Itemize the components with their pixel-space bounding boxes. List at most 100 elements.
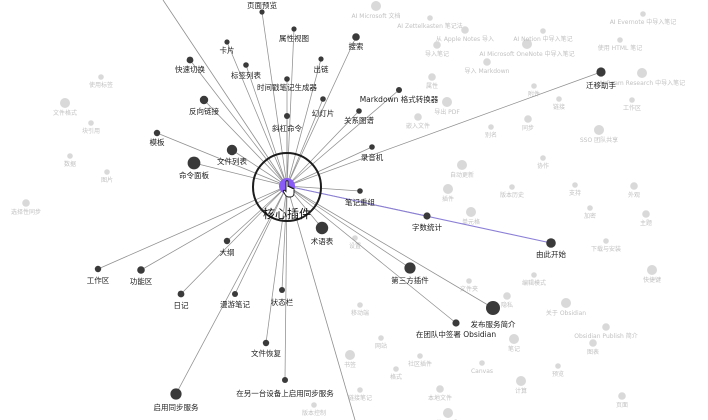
graph-node[interactable]: 录音机 [361, 144, 384, 162]
faded-node-dot[interactable] [393, 366, 399, 372]
faded-node[interactable]: 主题 [640, 210, 652, 227]
faded-node[interactable]: 社区插件 [408, 353, 432, 368]
faded-node[interactable]: 导入 Markdown [465, 58, 510, 75]
graph-node-dot[interactable] [318, 56, 324, 62]
faded-node-dot[interactable] [483, 58, 491, 66]
faded-node-dot[interactable] [442, 97, 452, 107]
faded-node[interactable]: 设置 [349, 235, 361, 250]
graph-node-dot[interactable] [223, 237, 231, 245]
faded-node[interactable]: 别名 [485, 124, 497, 139]
graph-node-dot[interactable] [279, 287, 285, 293]
graph-node[interactable]: 关系图谱 [344, 108, 374, 125]
graph-node[interactable]: 漫游笔记 [220, 291, 250, 309]
faded-node-dot[interactable] [433, 41, 441, 49]
graph-node[interactable]: 卡片 [220, 39, 235, 55]
graph-node[interactable]: 工作区 [87, 265, 110, 285]
faded-node[interactable]: 链接 [553, 96, 565, 111]
graph-node-dot[interactable] [320, 96, 326, 102]
faded-node-dot[interactable] [630, 182, 638, 190]
faded-node-dot[interactable] [555, 363, 561, 369]
faded-node[interactable]: 隐私 [501, 292, 513, 309]
graph-node[interactable]: 模板 [150, 129, 165, 147]
faded-node[interactable]: 版本历史 [500, 184, 524, 199]
graph-node[interactable]: 迁移助手 [586, 67, 616, 90]
graph-node-dot[interactable] [356, 108, 362, 114]
graph-node-dot[interactable] [170, 388, 182, 400]
faded-node-dot[interactable] [104, 169, 110, 175]
graph-node-dot[interactable] [94, 265, 102, 273]
faded-node[interactable]: 使用标签 [89, 74, 113, 89]
faded-node-dot[interactable] [488, 124, 494, 130]
graph-node-dot[interactable] [232, 291, 238, 297]
graph-node-dot[interactable] [284, 113, 290, 119]
faded-node-dot[interactable] [457, 160, 467, 170]
graph-node[interactable]: 字数统计 [412, 212, 442, 232]
faded-node[interactable]: 附件 [528, 83, 540, 98]
faded-node-dot[interactable] [640, 11, 646, 17]
faded-node[interactable]: 格式 [390, 366, 402, 381]
faded-node[interactable]: AI Evernote 中导入笔记 [610, 11, 677, 26]
faded-node[interactable]: 工作区 [623, 97, 641, 112]
graph-node-dot[interactable] [291, 26, 297, 32]
faded-node-dot[interactable] [556, 96, 562, 102]
graph-node-dot[interactable] [396, 87, 402, 93]
graph-node[interactable]: 反向链接 [189, 95, 219, 116]
faded-node[interactable]: AI Microsoft OneNote 中导入笔记 [479, 39, 575, 58]
graph-node-dot[interactable] [226, 144, 238, 156]
graph-node[interactable]: 日记 [174, 290, 189, 310]
faded-node[interactable]: 嵌入文件 [406, 113, 430, 130]
faded-node[interactable]: AI Microsoft 文档 [352, 1, 401, 20]
faded-node[interactable]: 书签 [344, 350, 356, 369]
faded-node[interactable]: 导出 PDF [434, 97, 460, 116]
faded-node[interactable]: 文件夹 [460, 278, 478, 293]
faded-node-dot[interactable] [603, 238, 609, 244]
graph-node-dot[interactable] [259, 9, 265, 15]
graph-node-dot[interactable] [404, 262, 416, 274]
graph-node-dot[interactable] [357, 188, 363, 194]
faded-node[interactable]: 数据 [64, 153, 76, 168]
faded-node[interactable]: 快捷键 [643, 265, 661, 284]
faded-node[interactable]: AI Notion 中导入笔记 [513, 28, 573, 43]
faded-node-dot[interactable] [540, 155, 546, 161]
faded-node-dot[interactable] [443, 408, 453, 418]
faded-node[interactable]: SSO 团队共享 [580, 125, 618, 144]
faded-node[interactable]: 外观 [628, 182, 640, 199]
faded-node-dot[interactable] [466, 278, 472, 284]
graph-node-dot[interactable] [486, 301, 500, 315]
faded-node-dot[interactable] [618, 392, 626, 400]
faded-node-dot[interactable] [311, 402, 317, 408]
graph-node-dot[interactable] [224, 39, 230, 45]
faded-node[interactable]: 单元格 [462, 207, 480, 226]
faded-node-dot[interactable] [357, 387, 363, 393]
graph-node-dot[interactable] [423, 212, 431, 220]
faded-node-dot[interactable] [524, 115, 532, 123]
faded-node[interactable]: Canvas [471, 360, 493, 375]
graph-node-dot[interactable] [282, 377, 288, 383]
faded-node[interactable]: 图片 [101, 169, 113, 184]
center-node-ring[interactable] [252, 152, 322, 222]
faded-node-dot[interactable] [587, 205, 593, 211]
faded-node-dot[interactable] [479, 360, 485, 366]
faded-node-dot[interactable] [345, 350, 355, 360]
faded-node-dot[interactable] [22, 199, 30, 207]
faded-node[interactable]: 计算 [515, 376, 527, 395]
faded-node[interactable]: 本地文件 [428, 385, 452, 402]
faded-node-dot[interactable] [531, 272, 537, 278]
faded-node-dot[interactable] [466, 207, 476, 217]
faded-node[interactable]: Obsidian Publish 简介 [574, 323, 638, 340]
faded-node[interactable]: 图表 [587, 339, 599, 356]
faded-node[interactable]: 使用 HTML 笔记 [598, 37, 643, 52]
faded-node[interactable]: 同步 [522, 115, 534, 132]
graph-node[interactable]: 笔记重组 [345, 188, 375, 207]
faded-node-dot[interactable] [642, 210, 650, 218]
faded-node-dot[interactable] [594, 125, 604, 135]
graph-node[interactable]: 功能区 [130, 266, 153, 286]
graph-node-dot[interactable] [199, 95, 209, 105]
graph-node[interactable]: 斜杠命令 [272, 113, 302, 133]
faded-node[interactable]: 支持 [569, 182, 581, 197]
graph-node-dot[interactable] [186, 56, 194, 64]
graph-node-dot[interactable] [369, 144, 375, 150]
graph-node-dot[interactable] [153, 129, 161, 137]
